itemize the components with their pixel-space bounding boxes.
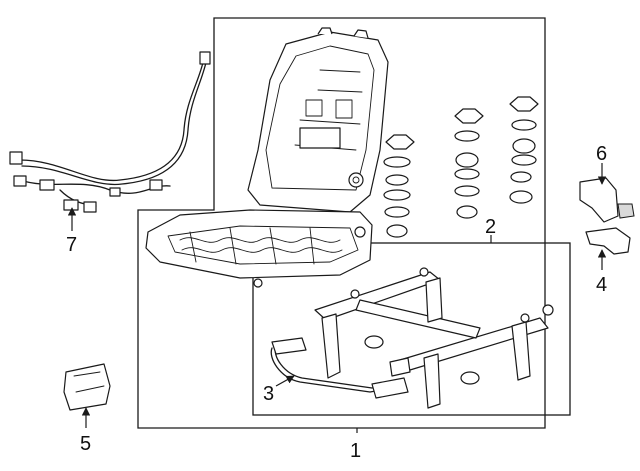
- callout-2: 2: [485, 216, 496, 238]
- seat-frame-illustration: [145, 27, 389, 288]
- wire-harness-illustration: [9, 51, 211, 213]
- callout-5: 5: [80, 433, 91, 455]
- hardware-stack-2: [454, 108, 484, 219]
- callout-3: 3: [263, 383, 274, 405]
- assembly-2-track-box: [252, 242, 571, 416]
- cover-4-illustration: [585, 227, 631, 255]
- leader-3: [275, 375, 295, 387]
- cover-5-illustration: [63, 363, 111, 411]
- seat-track-illustration: [314, 267, 554, 409]
- callout-7: 7: [66, 234, 77, 256]
- callout-6: 6: [596, 143, 607, 165]
- callout-1: 1: [350, 440, 361, 462]
- cover-6-illustration: [579, 177, 635, 223]
- release-bar-illustration: [270, 337, 409, 399]
- callout-4: 4: [596, 274, 607, 296]
- hardware-stack-3: [509, 96, 539, 204]
- assembly-1-frame-box: [137, 17, 546, 429]
- hardware-stack-1: [383, 134, 415, 238]
